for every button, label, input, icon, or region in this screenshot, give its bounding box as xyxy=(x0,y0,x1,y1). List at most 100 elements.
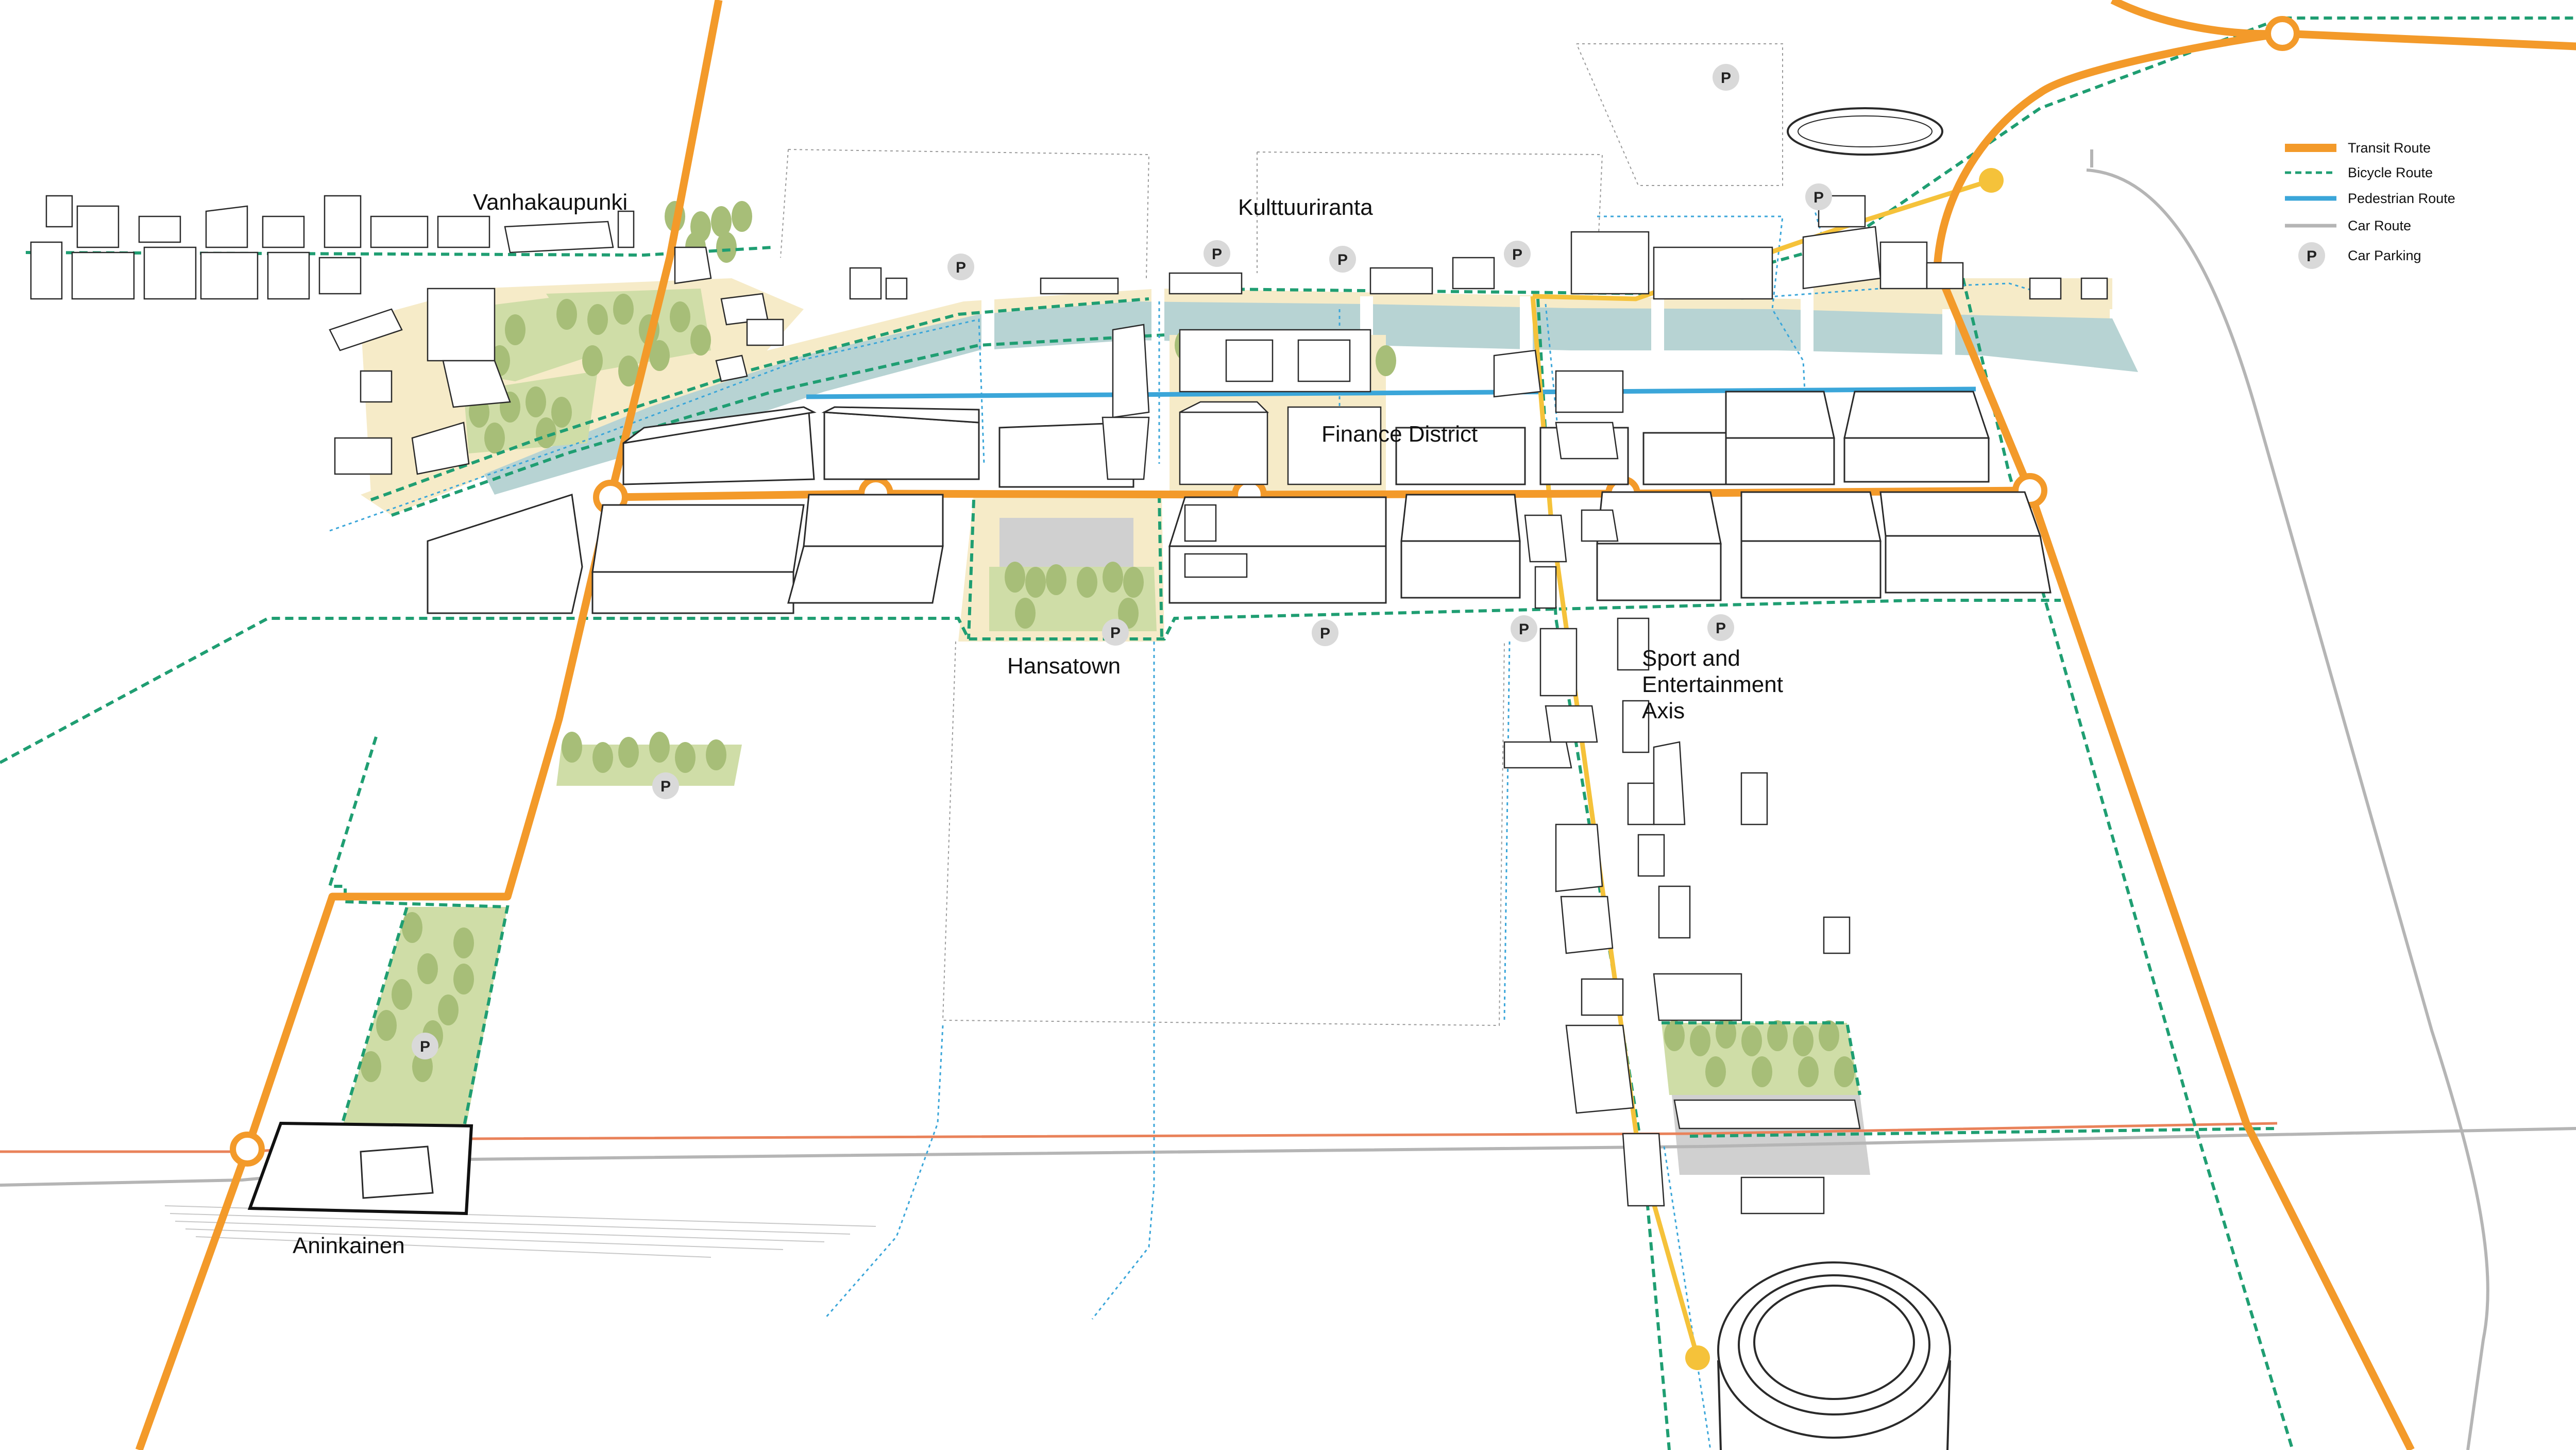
legend-car-label: Car Route xyxy=(2348,218,2411,233)
label-sport-axis-line3: Axis xyxy=(1642,698,1685,723)
bicycle-route-aninkainen xyxy=(327,736,510,1133)
parking-p-icon: P xyxy=(1504,241,1531,267)
tree-icon xyxy=(1716,1018,1736,1049)
hansatown-parking-lot xyxy=(999,518,1133,567)
tree-icon xyxy=(551,397,572,428)
sport-axis-endpoint-south xyxy=(1685,1345,1710,1370)
parking-p-icon: P xyxy=(1805,183,1832,210)
bicycle-route-hansatown xyxy=(967,499,975,639)
parking-p-icon: P xyxy=(412,1033,438,1059)
tree-icon xyxy=(1046,564,1066,595)
tree-icon xyxy=(1376,345,1396,376)
bicycle-route-main xyxy=(0,599,2061,764)
tree-icon xyxy=(1664,1020,1685,1051)
parking-p-icon: P xyxy=(1707,614,1734,641)
tree-icon xyxy=(1767,1020,1788,1051)
tree-icon xyxy=(613,294,634,325)
parking-p-icon: P xyxy=(652,772,679,799)
parking-p-letter: P xyxy=(1212,246,1222,263)
tree-icon xyxy=(1752,1056,1772,1087)
sport-axis-endpoint-north xyxy=(1979,168,2004,193)
legend: Transit Route Bicycle Route Pedestrian R… xyxy=(2285,140,2455,269)
tree-icon xyxy=(505,314,526,345)
tree-icon xyxy=(1118,598,1139,629)
district-labels: Vanhakaupunki Kulttuuriranta Finance Dis… xyxy=(293,190,1783,1258)
bicycle-route-hansatown-east xyxy=(1158,494,1163,639)
tree-icon xyxy=(562,732,582,763)
site-boundaries xyxy=(780,43,1783,1026)
label-vanhakaupunki: Vanhakaupunki xyxy=(473,190,628,215)
bicycle-route-stadium xyxy=(1662,1021,1861,1095)
tree-icon xyxy=(711,206,732,237)
parking-p-icon: P xyxy=(1102,619,1129,646)
label-sport-axis-line1: Sport and xyxy=(1642,646,1740,671)
tree-icon xyxy=(618,737,639,768)
parking-p-icon xyxy=(2298,242,2325,269)
parking-p-icon: P xyxy=(1312,619,1338,646)
tree-icon xyxy=(1798,1056,1819,1087)
tree-icon xyxy=(1834,1056,1855,1087)
tree-icon xyxy=(732,201,752,232)
transit-route-east xyxy=(1933,29,2415,1450)
tree-icon xyxy=(1025,567,1046,598)
river xyxy=(484,301,2138,495)
tree-icon xyxy=(675,742,696,773)
running-track xyxy=(1787,107,1943,156)
bicycle-route-south xyxy=(1689,1127,2278,1138)
tree-icon xyxy=(1741,1025,1762,1056)
tree-icon xyxy=(453,928,474,958)
tree-icon xyxy=(402,912,422,943)
transit-route-west-spine xyxy=(135,0,723,1450)
tree-icon xyxy=(376,1010,397,1041)
parking-p-icon: P xyxy=(1511,615,1537,642)
tree-icon xyxy=(1123,567,1144,598)
parking-p-icon: P xyxy=(1204,240,1230,267)
tree-icon xyxy=(1005,562,1025,593)
label-hansatown: Hansatown xyxy=(1007,653,1121,679)
tree-icon xyxy=(484,423,505,453)
parking-p-letter: P xyxy=(1721,70,1731,87)
tree-icon xyxy=(453,964,474,994)
transit-stop-aninkainen xyxy=(230,1132,265,1167)
parking-p-letter: P xyxy=(1512,246,1522,263)
parking-p-letter: P xyxy=(420,1038,430,1055)
parking-p-icon-letter: P xyxy=(2307,248,2317,265)
label-sport-axis-line2: Entertainment xyxy=(1642,672,1783,697)
tree-icon xyxy=(1103,562,1123,593)
bicycle-route-riverside-south xyxy=(391,333,1165,517)
label-aninkainen: Aninkainen xyxy=(293,1233,405,1258)
parking-p-letter: P xyxy=(1716,620,1726,637)
buildings xyxy=(30,195,2108,1215)
tree-icon xyxy=(618,356,639,386)
riverside-promenade xyxy=(361,289,2110,515)
aninkainen-station xyxy=(247,1121,473,1216)
transit-route-north-east xyxy=(2110,0,2576,50)
tree-icon xyxy=(1077,567,1097,598)
legend-parking-label: Car Parking xyxy=(2348,248,2421,263)
bicycle-route-vanhakaupunki xyxy=(25,246,773,257)
transit-stop-north-east xyxy=(2265,16,2300,51)
tree-icon xyxy=(649,340,670,371)
parking-p-icon: P xyxy=(1713,64,1739,91)
stadium xyxy=(1717,1261,1951,1450)
tree-icon xyxy=(438,994,459,1025)
tree-icon xyxy=(670,301,690,332)
tree-icon xyxy=(582,345,603,376)
legend-bicycle-label: Bicycle Route xyxy=(2348,165,2433,180)
tree-icon xyxy=(587,304,608,335)
tree-icon xyxy=(361,1051,381,1082)
tree-icon xyxy=(716,232,737,263)
tree-icon xyxy=(649,732,670,763)
parking-p-letter: P xyxy=(1519,621,1529,638)
tree-icon xyxy=(1690,1025,1710,1056)
tree-icon xyxy=(556,299,577,330)
bicycle-route-sport-axis xyxy=(1536,298,1671,1450)
pedestrian-route-main xyxy=(806,386,1976,399)
parking-p-letter: P xyxy=(1337,251,1348,268)
parking-p-letter: P xyxy=(1320,625,1330,642)
running-track-inner xyxy=(1798,115,1933,147)
label-finance-district: Finance District xyxy=(1321,421,1478,447)
parking-p-letter: P xyxy=(1814,189,1824,206)
